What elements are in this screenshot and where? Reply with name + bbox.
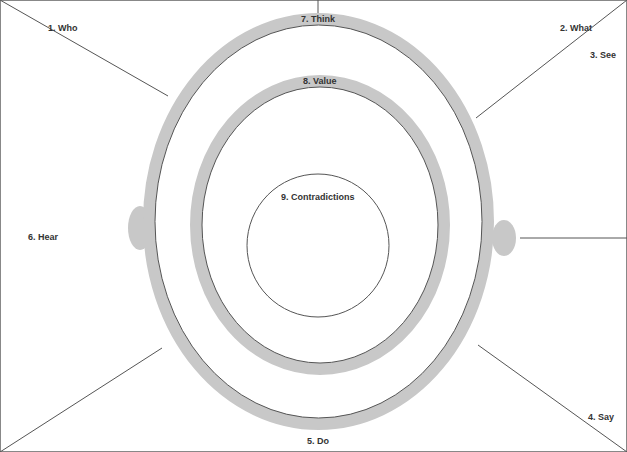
- ring-band: 7. Think 8. Value 9. Contradictions: [143, 13, 494, 430]
- zone-label: 6. Hear: [28, 232, 58, 243]
- zone-label: 4. Say: [588, 412, 614, 423]
- zone-label: 1. Who: [48, 23, 78, 34]
- core-circle: 9. Contradictions: [246, 173, 390, 318]
- zone-label: 3. See: [590, 50, 616, 61]
- zone-label: 5. Do: [307, 436, 329, 447]
- ring-label: 7. Think: [301, 14, 335, 25]
- zone-label: 2. What: [560, 23, 592, 34]
- ring-label: 9. Contradictions: [281, 192, 355, 203]
- ring-label: 8. Value: [303, 76, 337, 87]
- ring-band: 8. Value 9. Contradictions: [190, 75, 450, 375]
